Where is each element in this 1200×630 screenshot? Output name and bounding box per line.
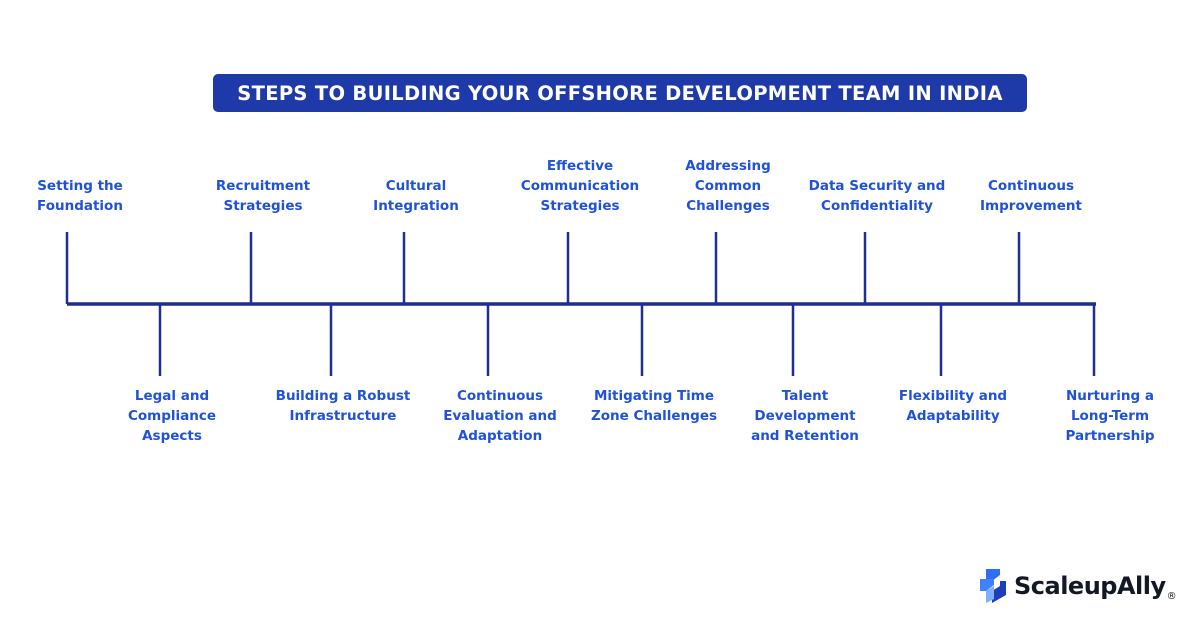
page-title: STEPS TO BUILDING YOUR OFFSHORE DEVELOPM… (237, 81, 1003, 105)
step-label-line: Strategies (540, 198, 620, 214)
step-label-line: Foundation (37, 198, 123, 214)
step-label-line: Evaluation and (443, 408, 557, 424)
step-label-line: Nurturing a (1065, 388, 1154, 404)
logo-wordmark: ScaleupAlly (1014, 572, 1166, 600)
step-label-line: Common (694, 178, 762, 194)
step-label-line: Zone Challenges (590, 408, 718, 424)
step-label-line: Communication (520, 178, 640, 194)
registered-mark: ® (1166, 591, 1177, 602)
step-label-line: and Retention (751, 428, 859, 444)
title-banner: STEPS TO BUILDING YOUR OFFSHORE DEVELOPM… (213, 74, 1027, 112)
step-label-line: Data Security and (808, 178, 946, 194)
step-label-line: Continuous (456, 388, 544, 404)
step-label-line: Continuous (987, 178, 1075, 194)
step-label-line: Addressing (685, 158, 771, 174)
step-label-line: Partnership (1065, 428, 1155, 444)
step-label-line: Challenges (686, 198, 770, 214)
step-label-line: Improvement (980, 198, 1082, 214)
step-label-line: Cultural (385, 178, 447, 194)
step-label-line: Aspects (142, 428, 202, 444)
step-label-line: Setting the (37, 178, 123, 194)
step-label-line: Mitigating Time (593, 388, 715, 404)
step-label-line: Infrastructure (289, 408, 397, 424)
step-label-line: Long-Term (1070, 408, 1150, 424)
step-label-line: Adaptability (906, 408, 1000, 424)
step-label-line: Development (754, 408, 856, 424)
step-label-line: Effective (546, 158, 614, 174)
timeline-ticks (65, 232, 1096, 376)
step-label-line: Compliance (127, 408, 217, 424)
brand-logo: ScaleupAlly ® (978, 566, 1177, 606)
step-label-line: Legal and (134, 388, 210, 404)
step-label-line: Flexibility and (898, 388, 1008, 404)
step-label-line: Adaptation (457, 428, 543, 444)
step-label-line: Confidentiality (821, 198, 933, 214)
step-label-line: Strategies (223, 198, 303, 214)
step-label-line: Talent (781, 388, 829, 404)
step-label-line: Building a Robust (275, 388, 411, 404)
step-label-line: Integration (373, 198, 459, 214)
scaleupally-logo-icon (980, 569, 1006, 603)
step-label-line: Recruitment (215, 178, 311, 194)
